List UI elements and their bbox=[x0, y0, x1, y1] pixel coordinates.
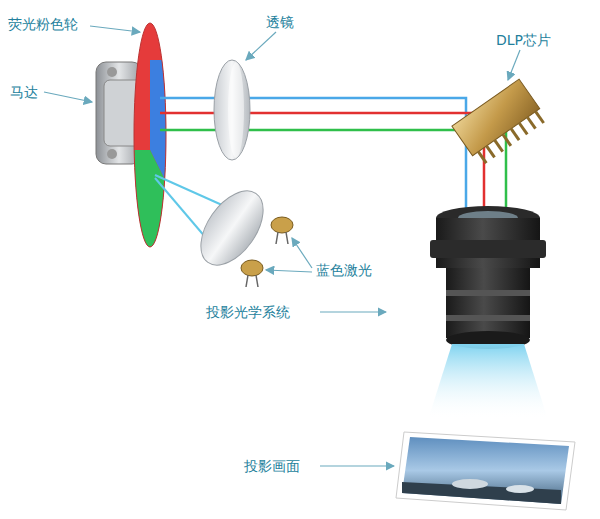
part-label: 荧光粉色轮 bbox=[8, 16, 78, 33]
focus-lens bbox=[188, 180, 275, 276]
light-cone bbox=[428, 344, 548, 420]
phosphor-wheel bbox=[125, 20, 170, 260]
part-label: 透镜 bbox=[266, 14, 294, 31]
projection-lens bbox=[430, 206, 546, 349]
light-beams bbox=[160, 98, 506, 215]
leader-line bbox=[44, 26, 520, 466]
part-label: 投影光学系统 bbox=[206, 304, 290, 321]
part-label: 蓝色激光 bbox=[316, 262, 372, 279]
part-label: DLP芯片 bbox=[496, 32, 551, 49]
laser-diode bbox=[241, 217, 293, 287]
part-label: 马达 bbox=[10, 84, 38, 101]
condenser-lens bbox=[214, 60, 250, 160]
part-label: 投影画面 bbox=[244, 458, 300, 475]
dlp-chip bbox=[452, 79, 548, 167]
projection-screen bbox=[396, 432, 575, 510]
